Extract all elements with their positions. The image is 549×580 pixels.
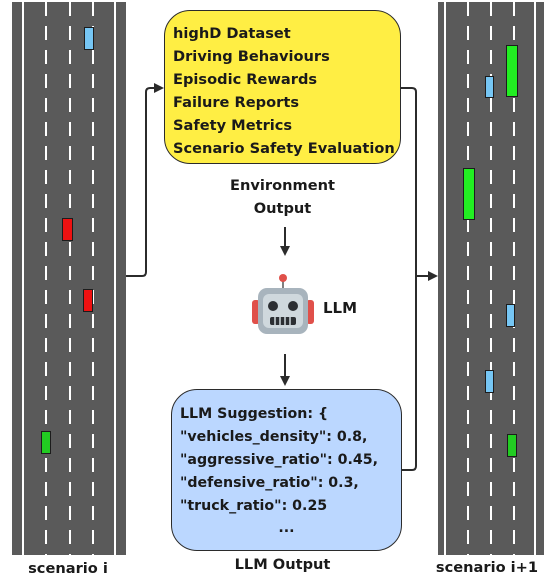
llm-output-box: LLM Suggestion: { "vehicles_density": 0.… [171,389,402,551]
environment-item: Failure Reports [173,94,299,111]
road-edge-line [444,2,446,555]
suggestion-ellipsis: ... [278,520,295,536]
arrow-scenario-to-environment [126,83,164,277]
suggestion-line: LLM Suggestion: { [180,406,329,422]
lane-divider [92,2,94,555]
suggestion-line: "truck_ratio": 0.25 [180,498,328,514]
environment-item: highD Dataset [173,25,291,42]
vehicle [485,370,494,393]
road-edge-line [534,2,536,555]
vehicle [463,168,475,220]
vehicle [485,76,494,98]
vehicle [506,45,518,97]
environment-output-box: highD Dataset Driving Behaviours Episodi… [164,10,401,164]
llm-output-caption: LLM Output [234,556,331,573]
vehicle [506,304,515,327]
road-scenario-i [12,2,126,555]
lane-divider [513,2,515,555]
suggestion-line: "aggressive_ratio": 0.45, [180,452,378,468]
vehicle [83,289,93,312]
arrow-llm-output-to-scenario [402,276,417,471]
lane-divider [467,2,469,555]
road-edge-line [22,2,24,555]
llm-label: LLM [323,299,358,317]
suggestion-line: "defensive_ratio": 0.3, [180,475,359,491]
scenario-i-plus-1-label: scenario i+1 [435,559,539,576]
vehicle [84,27,94,50]
environment-item: Driving Behaviours [173,48,330,65]
robot-icon [252,274,314,334]
lane-divider [490,2,492,555]
environment-output-caption: Environment Output [200,174,365,220]
lane-divider [69,2,71,555]
arrow-environment-to-scenario [401,87,438,281]
road-edge-line [114,2,116,555]
caption-line: Environment [230,177,335,194]
caption-line: Output [253,200,312,217]
environment-item: Scenario Safety Evaluation [173,140,395,157]
scenario-i-label: scenario i [28,560,108,577]
environment-item: Safety Metrics [173,117,293,134]
vehicle [62,218,73,241]
suggestion-line: "vehicles_density": 0.8, [180,429,368,445]
lane-divider [45,2,47,555]
vehicle [507,434,517,457]
environment-item: Episodic Rewards [173,71,318,88]
vehicle [41,431,51,454]
